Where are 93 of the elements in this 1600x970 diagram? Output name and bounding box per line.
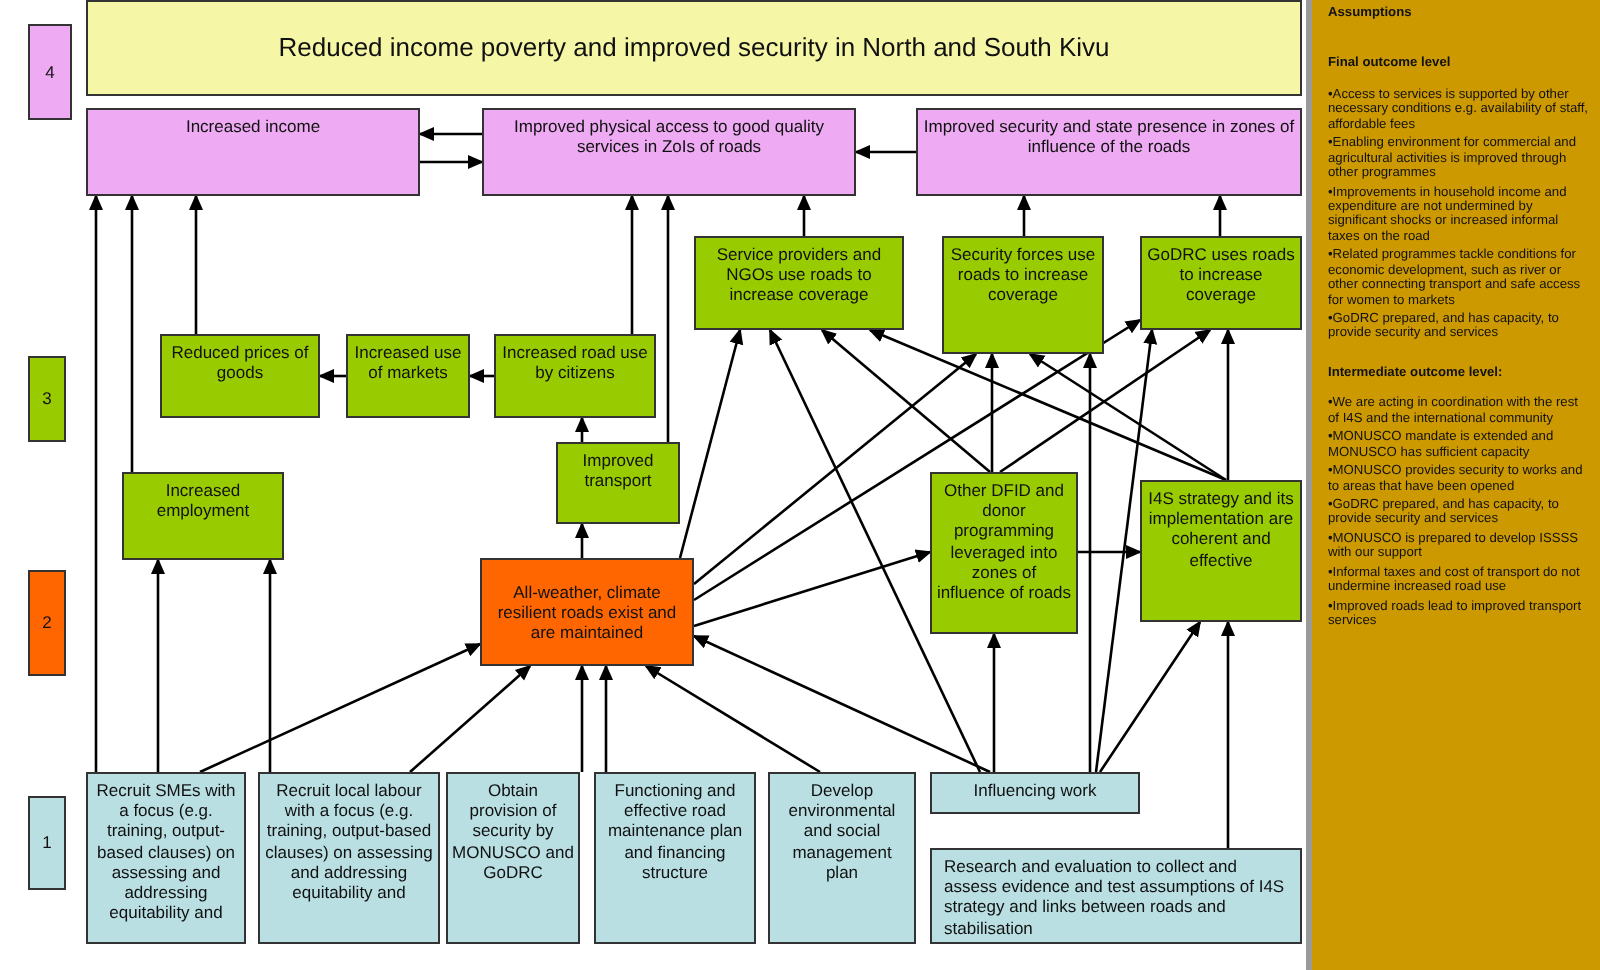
arrow (693, 352, 978, 585)
arrow (575, 522, 589, 558)
box-text: Improved physical access to good quality services in ZoIs of roads (512, 116, 826, 157)
box-text: Functioning and effective road maintenance plan and financing structure (605, 780, 745, 882)
arrow (151, 558, 165, 772)
box-text: Increased road use by citizens (500, 342, 650, 383)
box-text: Reduced prices of goods (169, 342, 311, 383)
arrow (418, 127, 482, 141)
arrow (125, 194, 139, 472)
arrow (854, 145, 916, 159)
arrow (89, 194, 103, 772)
arrow (1028, 352, 1227, 482)
arrow (575, 664, 589, 772)
arrow (575, 416, 589, 442)
arrow (1221, 620, 1235, 848)
activity-box (930, 772, 1140, 814)
box-text: Reduced income poverty and improved security in North and South Kivu (276, 32, 1112, 64)
level-box (28, 796, 66, 890)
box-text: 3 (40, 388, 54, 410)
arrow (868, 328, 1227, 482)
result-box (556, 442, 680, 524)
arrow (768, 328, 982, 773)
arrow (1098, 620, 1202, 773)
result-box (160, 334, 320, 418)
arrow (1094, 328, 1158, 773)
arrow (1213, 194, 1227, 236)
activity-box (594, 772, 756, 944)
arrow (199, 642, 482, 774)
arrow (797, 194, 811, 236)
activity-box (930, 848, 1302, 944)
result-box (1140, 480, 1302, 622)
outcome-box (86, 108, 420, 196)
arrow (409, 664, 532, 773)
arrow (1083, 352, 1097, 772)
box-text: Obtain provision of security by MONUSCO and GoDRC (452, 780, 574, 882)
box-text: GoDRC uses roads to increase coverage (1146, 244, 1296, 306)
arrow (999, 328, 1212, 474)
arrow (985, 352, 999, 472)
result-box (122, 472, 284, 560)
activity-box (258, 772, 440, 944)
arrow (661, 194, 675, 442)
arrow (420, 155, 484, 169)
box-text: Develop environmental and social management plan (786, 780, 898, 882)
output-box (480, 558, 694, 666)
level-box (28, 356, 66, 442)
arrow (644, 664, 821, 774)
arrow (263, 558, 277, 772)
arrow (678, 328, 744, 559)
box-text: Recruit SMEs with a focus (e.g. training, output-based clauses) on assessing and addressing equitability and (94, 780, 238, 923)
goal-box (86, 0, 1302, 96)
result-box (494, 334, 656, 418)
result-box (1140, 236, 1302, 330)
box-text: Increased income (183, 116, 323, 137)
activity-box (768, 772, 916, 944)
activity-box (86, 772, 246, 944)
arrow (1078, 545, 1142, 559)
arrow (987, 632, 1001, 772)
arrow (189, 194, 203, 334)
arrow (820, 328, 991, 473)
box-text: 2 (40, 612, 54, 634)
box-text: Service providers and NGOs use roads to increase coverage (714, 244, 884, 306)
box-text: Improved security and state presence in zones of influence of the roads (922, 116, 1296, 157)
arrow (1017, 194, 1031, 236)
level-box (28, 24, 72, 120)
assumptions-panel (1306, 0, 1600, 970)
result-box (694, 236, 904, 330)
box-text: Increased employment (154, 480, 252, 521)
outcome-box (916, 108, 1302, 196)
arrow (625, 194, 639, 334)
box-text: Security forces use roads to increase coverage (948, 244, 1098, 306)
box-text: Research and evaluation to collect and assess evidence and test assumptions of I4S strategy and links between roads and stabilisation (944, 856, 1287, 938)
result-box (346, 334, 470, 418)
arrow (599, 664, 613, 772)
box-text: 4 (43, 61, 57, 83)
level-box (28, 570, 66, 676)
outcome-box (482, 108, 856, 196)
result-box (942, 236, 1104, 354)
box-text: 1 (40, 832, 54, 854)
box-text: All-weather, climate resilient roads exist and are maintained (495, 581, 679, 643)
box-text: Influencing work (971, 780, 1099, 801)
box-text: Improved transport (580, 450, 656, 491)
box-text: Increased use of markets (352, 342, 464, 383)
box-text: Recruit local labour with a focus (e.g. training, output-based clauses) on assessing and addressing equitability and (264, 780, 434, 903)
box-text: I4S strategy and its implementation are coherent and effective (1146, 488, 1296, 570)
arrow (692, 634, 991, 774)
arrow (468, 369, 494, 383)
activity-box (446, 772, 580, 944)
arrow (693, 549, 932, 628)
arrow (1221, 328, 1235, 480)
arrow (318, 369, 346, 383)
box-text: Other DFID and donor programming leveraged into zones of influence of roads (936, 480, 1072, 603)
arrow (693, 318, 1142, 602)
result-box (930, 472, 1078, 634)
